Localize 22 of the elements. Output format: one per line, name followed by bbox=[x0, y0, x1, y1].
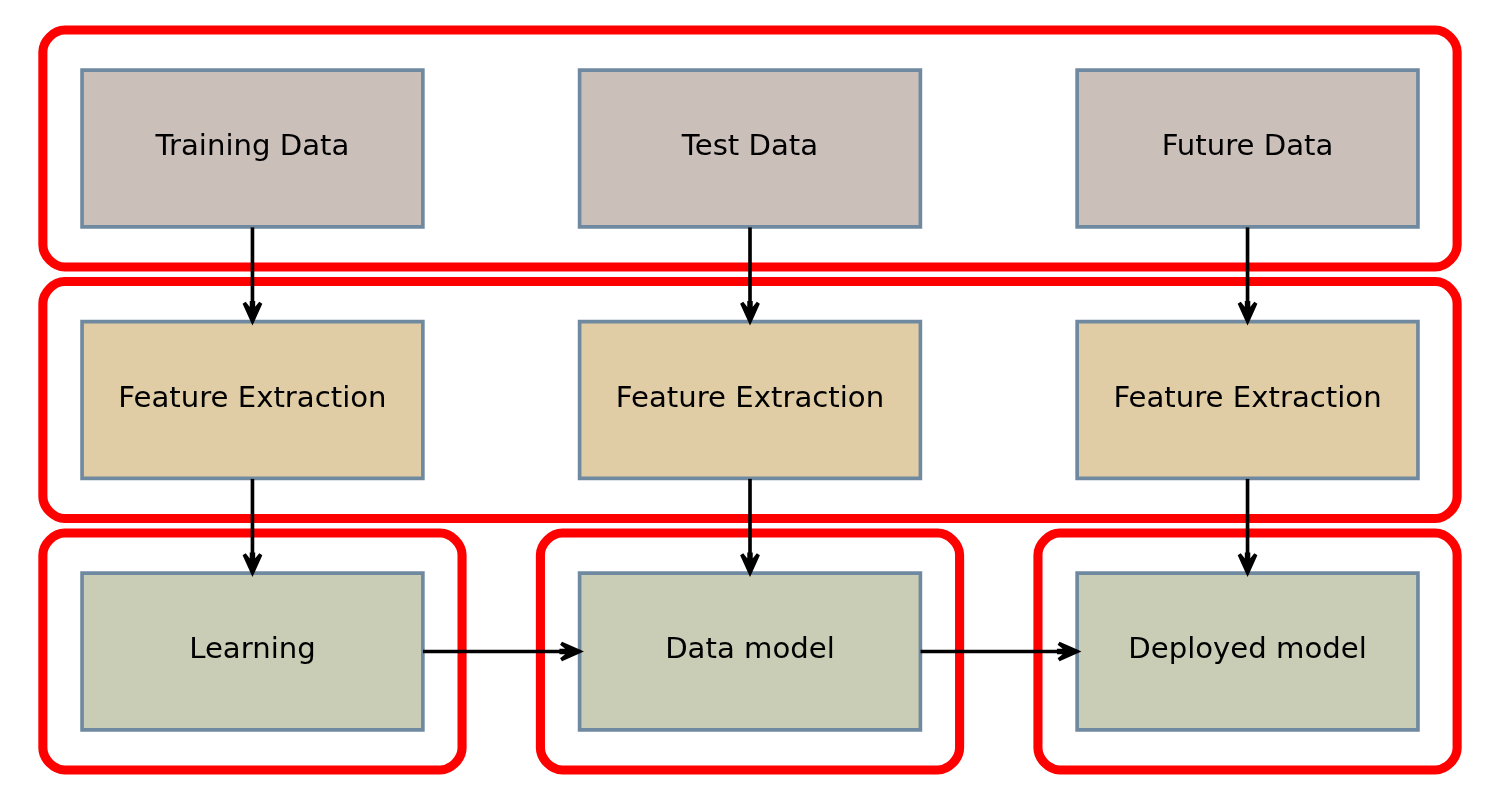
arrow bbox=[1237, 478, 1258, 575]
node-box: Feature Extraction bbox=[577, 319, 922, 481]
cluster bbox=[37, 528, 467, 775]
node-box: Future Data bbox=[1074, 68, 1420, 229]
arrow bbox=[920, 641, 1079, 662]
arrow bbox=[241, 478, 262, 575]
node-box: Test Data bbox=[577, 68, 922, 229]
cluster bbox=[37, 277, 1462, 523]
cluster bbox=[535, 528, 964, 775]
node-box: Training Data bbox=[79, 68, 425, 229]
cluster bbox=[1032, 528, 1462, 775]
arrow bbox=[422, 641, 581, 662]
node-box: Feature Extraction bbox=[1074, 319, 1420, 481]
cluster bbox=[37, 25, 1462, 272]
node-box: Feature Extraction bbox=[79, 319, 425, 481]
node-box: Learning bbox=[79, 571, 425, 732]
arrow bbox=[241, 227, 262, 323]
node-box: Data model bbox=[577, 571, 922, 732]
arrow bbox=[739, 227, 760, 323]
arrow bbox=[739, 478, 760, 575]
node-box: Deployed model bbox=[1074, 571, 1420, 732]
arrow bbox=[1237, 227, 1258, 323]
